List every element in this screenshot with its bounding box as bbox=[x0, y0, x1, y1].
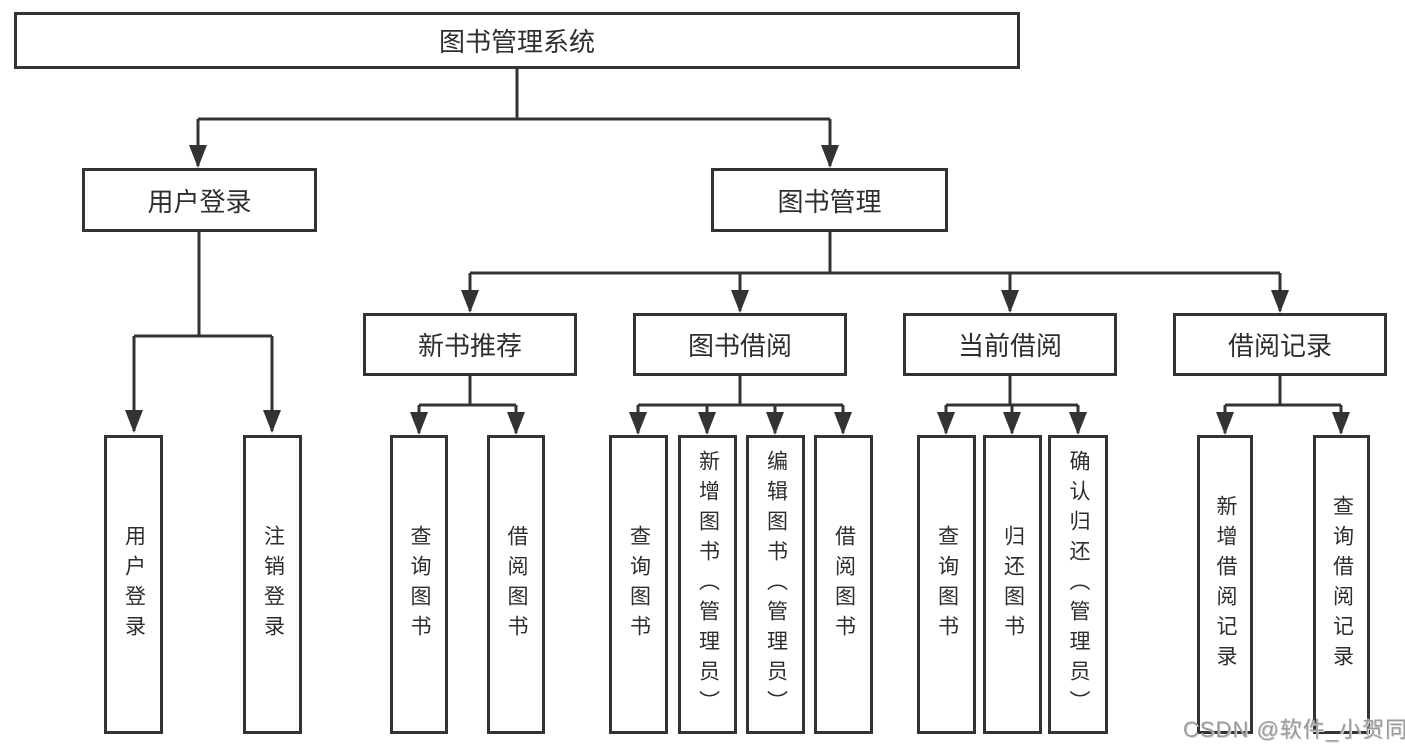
leaf-user-login: 用户登录 bbox=[104, 435, 163, 734]
leaf-query-books-borrow: 查询图书 bbox=[609, 435, 668, 734]
node-current-borrowing: 当前借阅 bbox=[903, 313, 1117, 376]
connector-book-borrow-children bbox=[636, 376, 845, 433]
leaf-add-borrow-record: 新增借阅记录 bbox=[1197, 435, 1253, 734]
leaf-edit-books-admin: 编辑图书（管理员） bbox=[746, 435, 805, 734]
node-new-book-recommendation: 新书推荐 bbox=[363, 313, 577, 376]
connector-new-book-children bbox=[417, 376, 518, 433]
node-user-login: 用户登录 bbox=[82, 168, 317, 232]
leaf-query-books-current: 查询图书 bbox=[917, 435, 976, 734]
leaf-borrow-books: 借阅图书 bbox=[814, 435, 873, 734]
leaf-confirm-return-admin: 确认归还（管理员） bbox=[1048, 435, 1108, 734]
leaf-add-books-admin: 新增图书（管理员） bbox=[678, 435, 737, 734]
node-book-management: 图书管理 bbox=[711, 168, 948, 232]
node-library-management-system: 图书管理系统 bbox=[14, 12, 1020, 69]
node-book-borrowing: 图书借阅 bbox=[633, 313, 847, 376]
leaf-query-borrow-record: 查询借阅记录 bbox=[1313, 435, 1370, 734]
arrowheads bbox=[125, 145, 1350, 435]
node-borrowing-records: 借阅记录 bbox=[1173, 313, 1387, 376]
connector-root-to-level2 bbox=[196, 69, 832, 166]
connector-user-login-children bbox=[132, 232, 274, 431]
leaf-logout: 注销登录 bbox=[243, 435, 302, 734]
leaf-return-books: 归还图书 bbox=[983, 435, 1042, 734]
leaf-query-books-recommend: 查询图书 bbox=[390, 435, 448, 734]
connector-borrow-record-children bbox=[1223, 376, 1343, 433]
csdn-watermark: CSDN @软件_小贺同学 bbox=[1183, 717, 1405, 742]
connector-book-management-children bbox=[468, 232, 1282, 311]
leaf-borrow-books-recommend: 借阅图书 bbox=[487, 435, 545, 734]
